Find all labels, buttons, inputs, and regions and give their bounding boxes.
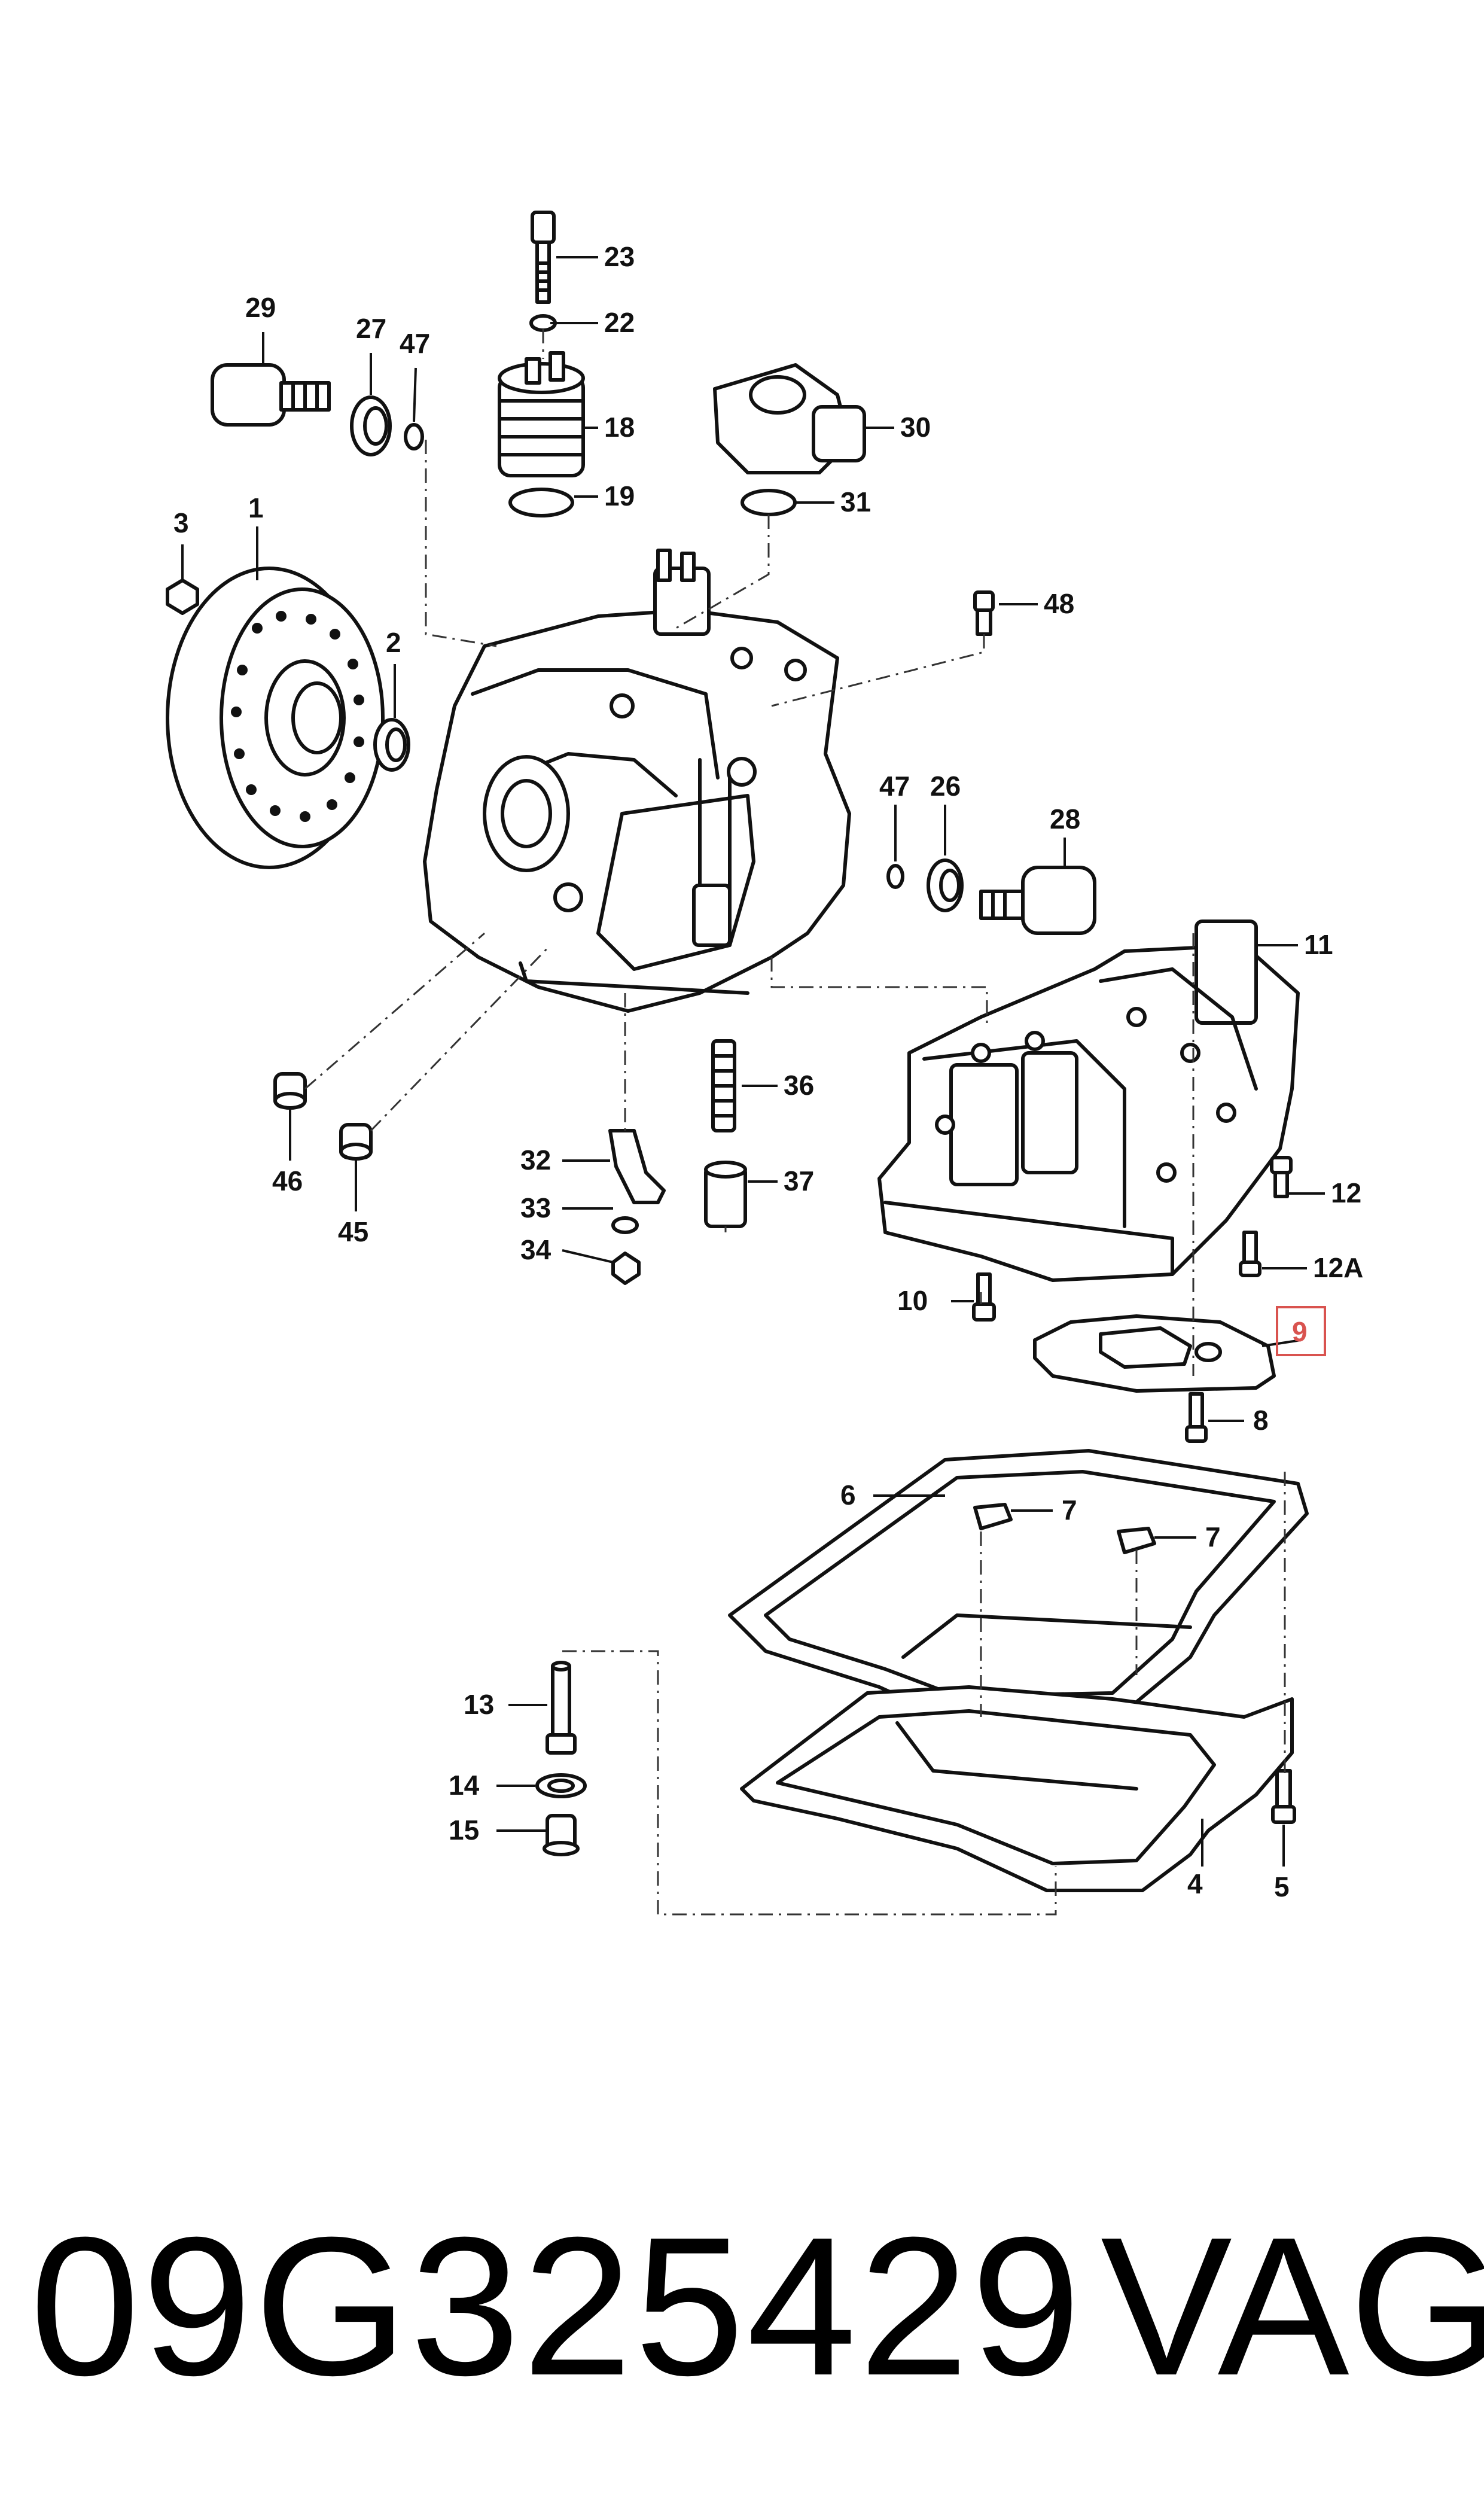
callout-18: 18 <box>604 412 635 443</box>
part-47-ring-top <box>404 423 424 450</box>
part-32-bracket <box>608 1129 666 1204</box>
callout-19: 19 <box>604 480 635 511</box>
callout-36: 36 <box>784 1070 814 1101</box>
part-30-sensor <box>713 363 866 474</box>
part-5-bolt <box>1271 1769 1296 1824</box>
part-47-ring-mid <box>886 864 904 889</box>
callout-4: 4 <box>1187 1868 1203 1899</box>
part-6-gasket <box>728 1449 1309 1719</box>
callout-13: 13 <box>464 1689 494 1720</box>
callout-29: 29 <box>245 292 276 323</box>
callout-23: 23 <box>604 241 635 272</box>
part-29-shaft <box>211 363 331 427</box>
callout-12a: 12A <box>1313 1252 1363 1283</box>
callout-10: 10 <box>897 1285 928 1316</box>
callout-15: 15 <box>449 1814 479 1846</box>
callout-37: 37 <box>784 1165 814 1196</box>
callout-1: 1 <box>248 492 264 523</box>
part-9-highlight-box <box>1276 1306 1326 1356</box>
callout-34: 34 <box>520 1234 551 1265</box>
part-9-oil-filter <box>1033 1314 1276 1393</box>
callout-7-a: 7 <box>1062 1494 1077 1526</box>
callout-7-b: 7 <box>1205 1521 1221 1552</box>
part-12a-bolt <box>1239 1231 1261 1277</box>
part-15-plug <box>543 1814 580 1856</box>
callout-45: 45 <box>338 1216 368 1247</box>
callout-27: 27 <box>356 313 386 344</box>
part-27-seal <box>350 395 392 456</box>
callout-labels: 23 22 29 27 47 18 19 30 31 3 1 2 48 47 2… <box>173 241 1363 1902</box>
part-14-washer <box>535 1773 587 1798</box>
callout-6: 6 <box>840 1479 856 1511</box>
callout-9: 9 <box>1292 1316 1308 1347</box>
callout-3: 3 <box>173 507 189 538</box>
part-number: 09G325429 <box>30 2196 1083 2416</box>
callout-47-top: 47 <box>400 328 430 359</box>
part-8-bolt <box>1185 1392 1208 1443</box>
part-18-filter <box>498 351 585 477</box>
callout-31: 31 <box>840 486 871 517</box>
part-10-bolt <box>972 1272 996 1322</box>
callout-22: 22 <box>604 307 635 338</box>
part-12-bolt <box>1270 1156 1293 1198</box>
part-28-shaft <box>979 866 1096 935</box>
part-36-stud <box>711 1039 736 1132</box>
part-1-torque-converter <box>166 567 385 869</box>
part-33-washer <box>611 1216 639 1234</box>
brand-name: VAG <box>1101 2196 1484 2416</box>
transmission-housing <box>423 549 851 1013</box>
part-7-magnet-b <box>1117 1527 1156 1554</box>
part-2-seal <box>373 718 410 772</box>
part-19-o-ring <box>508 488 574 517</box>
callout-2: 2 <box>386 627 401 658</box>
callout-48: 48 <box>1044 588 1074 619</box>
callout-26: 26 <box>930 771 961 802</box>
callout-32: 32 <box>520 1144 551 1176</box>
part-48-bolt <box>973 590 995 636</box>
part-26-seal <box>927 858 964 912</box>
callout-5: 5 <box>1274 1871 1290 1902</box>
part-23-bolt <box>531 211 556 304</box>
part-46-plug <box>273 1072 307 1110</box>
part-31-o-ring <box>741 489 797 516</box>
part-45-plug <box>339 1123 373 1161</box>
callout-14: 14 <box>449 1770 480 1801</box>
callout-30: 30 <box>900 412 931 443</box>
assembly-lines <box>304 329 1286 1916</box>
part-13-bolt <box>546 1661 577 1755</box>
callout-28: 28 <box>1050 803 1080 835</box>
part-11-valve-body <box>877 919 1300 1282</box>
callout-47-mid: 47 <box>879 771 910 802</box>
part-3-nut <box>166 578 199 615</box>
part-4-oil-pan <box>740 1685 1294 1892</box>
part-37-sleeve <box>704 1161 747 1228</box>
callout-8: 8 <box>1253 1405 1269 1436</box>
leader-lines <box>181 256 1325 1867</box>
callout-46: 46 <box>272 1165 303 1196</box>
part-7-magnet-a <box>973 1503 1013 1530</box>
part-34-nut <box>611 1252 641 1285</box>
callout-11: 11 <box>1304 929 1333 960</box>
callout-12: 12 <box>1331 1177 1361 1208</box>
callout-33: 33 <box>520 1192 551 1223</box>
